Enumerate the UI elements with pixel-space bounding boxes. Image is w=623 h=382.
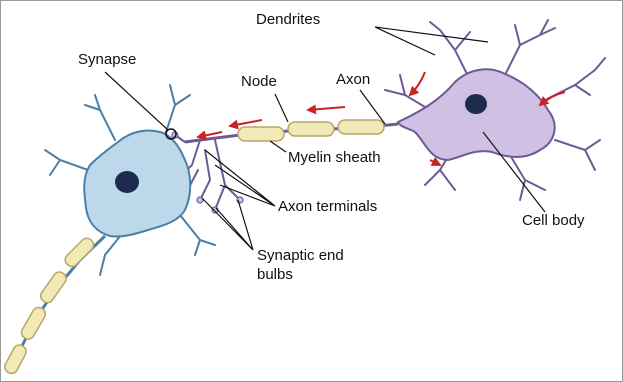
left-myelin [3, 236, 96, 376]
label-synaptic-end-bulbs-line2: bulbs [257, 266, 293, 283]
arrow [430, 160, 440, 165]
arrow [540, 92, 565, 105]
label-axon: Axon [336, 71, 370, 88]
left-neuron [3, 85, 215, 376]
label-cell-body: Cell body [522, 212, 585, 229]
myelin-segment [288, 122, 334, 136]
label-node: Node [241, 73, 277, 90]
leader-synapse [105, 72, 168, 130]
label-synaptic-end-bulbs-line1: Synaptic end [257, 247, 344, 264]
leader-myelin [270, 141, 286, 152]
label-dendrites: Dendrites [256, 11, 320, 28]
label-axon-terminals: Axon terminals [278, 198, 377, 215]
left-axon-fiber [15, 236, 105, 360]
arrow [410, 72, 425, 95]
right-cell-body [398, 69, 555, 160]
leader-dendrites [375, 27, 488, 55]
myelin-segment [338, 120, 384, 134]
right-nucleus [465, 94, 487, 114]
left-nucleus [115, 171, 139, 193]
arrow [230, 120, 262, 126]
leader-axon [360, 90, 385, 124]
label-synapse: Synapse [78, 51, 136, 68]
label-myelin-sheath: Myelin sheath [288, 149, 381, 166]
leader-node [275, 94, 288, 122]
myelin-segment [238, 127, 284, 141]
arrow [308, 107, 345, 110]
axon [185, 120, 398, 142]
